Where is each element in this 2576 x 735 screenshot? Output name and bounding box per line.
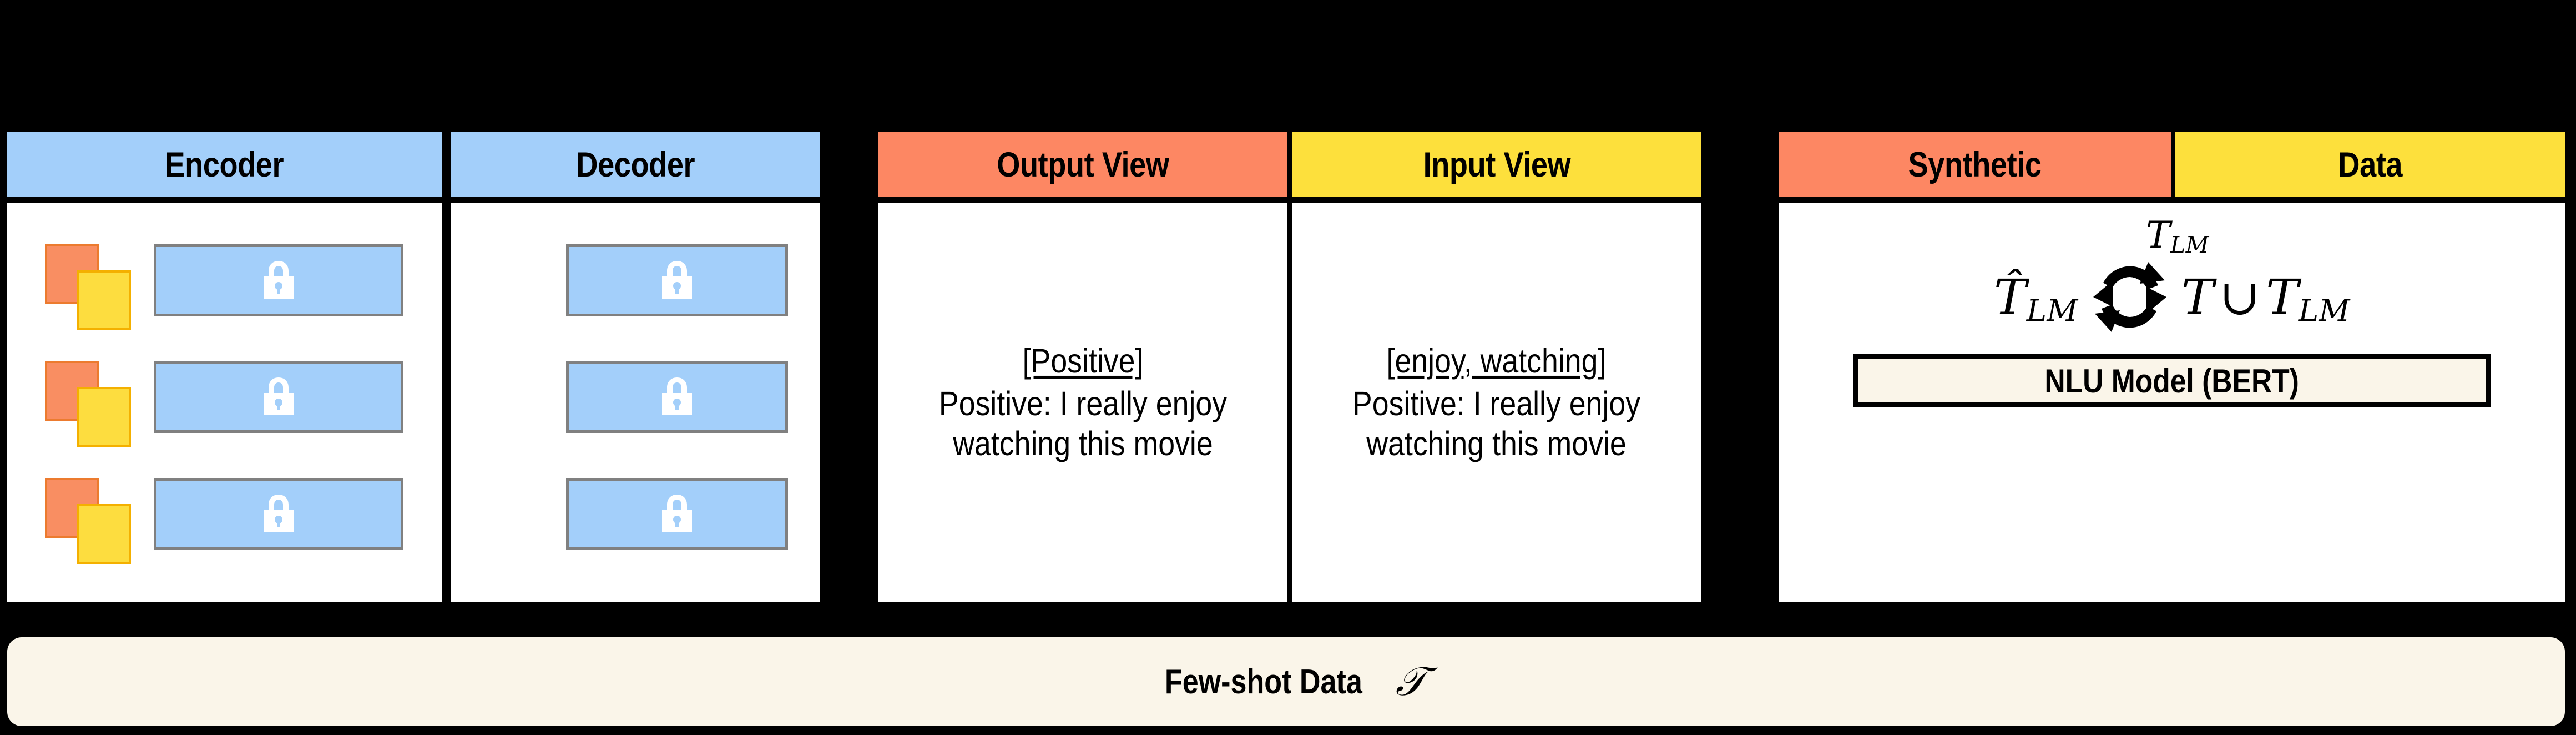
decoder-layer-row [488, 244, 820, 328]
encoder-layer-row [45, 244, 442, 330]
views-body-row: [Positive] Positive: I really enjoy watc… [878, 203, 1701, 602]
few-shot-data-bar: Few-shot Data 𝒯 [7, 637, 2565, 726]
yellow-square [77, 387, 131, 447]
header-gap [2171, 132, 2175, 197]
header-gap [442, 132, 451, 197]
that-lm-symbol: T̂LM [1994, 268, 2078, 328]
header-data-label: Data [2338, 145, 2402, 184]
few-shot-data-label-wrap: Few-shot Data [1146, 662, 1381, 702]
yellow-square [77, 504, 131, 564]
synthetic-body-row: TLM T̂LM [1779, 203, 2565, 602]
panel-gap [1287, 203, 1292, 602]
views-header-row: Output View Input View [878, 132, 1701, 197]
input-view-tag: [enjoy, watching] [1386, 341, 1607, 380]
decoder-layer-row [488, 477, 820, 561]
that-lm-base: T̂ [1994, 268, 2027, 326]
encoder-decoder-body-row [7, 203, 820, 602]
lock-icon [662, 260, 692, 299]
lock-icon [662, 494, 692, 532]
output-view-text-block: [Positive] Positive: I really enjoy watc… [878, 341, 1287, 464]
decoder-frozen-tile[interactable] [566, 477, 788, 550]
input-view-text-block: [enjoy, watching] Positive: I really enj… [1292, 341, 1701, 464]
views-panel: Output View Input View [Positive] Positi… [878, 132, 1701, 602]
header-encoder[interactable]: Encoder [7, 132, 442, 197]
lock-icon [264, 377, 294, 415]
tlm-top-symbol: TLM [2145, 214, 2210, 258]
decoder-layer-list [451, 203, 820, 602]
header-encoder-label: Encoder [165, 145, 284, 184]
nlu-model-box[interactable]: NLU Model (BERT) [1853, 354, 2491, 407]
lock-icon [264, 260, 294, 299]
yellow-square [77, 270, 131, 330]
header-divider [1779, 197, 2565, 203]
t-lm-sub: LM [2298, 292, 2350, 328]
input-view-sentence: Positive: I really enjoy watching this m… [1352, 385, 1641, 462]
header-decoder[interactable]: Decoder [451, 132, 820, 197]
header-divider [878, 197, 1701, 203]
header-data[interactable]: Data [2175, 132, 2565, 197]
union-operator: ∪ [2219, 268, 2261, 326]
encoder-frozen-tile[interactable] [154, 477, 403, 550]
encoder-decoder-panel: Encoder Decoder [7, 132, 820, 602]
header-output-view-label: Output View [997, 145, 1169, 184]
t-symbol: T [2181, 268, 2214, 326]
few-shot-data-symbol: 𝒯 [1395, 658, 1426, 704]
synthetic-data-panel: Synthetic Data TLM T̂LM [1779, 132, 2565, 602]
encoder-body [7, 203, 442, 602]
few-shot-data-label: Few-shot Data [1164, 662, 1362, 701]
output-view-tag: [Positive] [1022, 341, 1144, 380]
that-lm-sub: LM [2026, 292, 2078, 328]
output-view-body: [Positive] Positive: I really enjoy watc… [878, 203, 1287, 602]
encoder-layer-list [7, 203, 442, 602]
header-decoder-label: Decoder [576, 145, 695, 184]
encoder-layer-row [45, 477, 442, 564]
synthetic-content: TLM T̂LM [1779, 203, 2565, 602]
encoder-frozen-tile[interactable] [154, 244, 403, 316]
refresh-cycle-icon [2093, 262, 2166, 332]
decoder-frozen-tile[interactable] [566, 361, 788, 433]
lock-icon [264, 494, 294, 532]
union-expression: T∪TLM [2181, 268, 2350, 328]
t-lm-base: T [2266, 268, 2299, 326]
encoder-frozen-tile[interactable] [154, 361, 403, 433]
synthetic-body: TLM T̂LM [1779, 203, 2565, 602]
header-output-view[interactable]: Output View [878, 132, 1287, 197]
header-input-view[interactable]: Input View [1292, 132, 1701, 197]
encoder-decoder-header-row: Encoder Decoder [7, 132, 820, 197]
decoder-frozen-tile[interactable] [566, 244, 788, 316]
synthetic-header-row: Synthetic Data [1779, 132, 2565, 197]
decoder-body [451, 203, 820, 602]
decoder-layer-row [488, 361, 820, 444]
tlm-top-base: T [2145, 214, 2170, 256]
nlu-model-label: NLU Model (BERT) [2044, 362, 2300, 400]
input-view-body: [enjoy, watching] Positive: I really enj… [1292, 203, 1701, 602]
output-view-sentence: Positive: I really enjoy watching this m… [938, 385, 1228, 462]
panel-gap [442, 203, 451, 602]
header-input-view-label: Input View [1423, 145, 1570, 184]
encoder-layer-row [45, 361, 442, 447]
header-gap [1287, 132, 1292, 197]
header-synthetic[interactable]: Synthetic [1779, 132, 2171, 197]
tlm-top-sub: LM [2170, 231, 2210, 258]
cycle-equation-row: T̂LM T∪TLM [1994, 255, 2350, 339]
header-synthetic-label: Synthetic [1908, 145, 2042, 184]
lock-icon [662, 377, 692, 415]
header-divider [7, 197, 820, 203]
